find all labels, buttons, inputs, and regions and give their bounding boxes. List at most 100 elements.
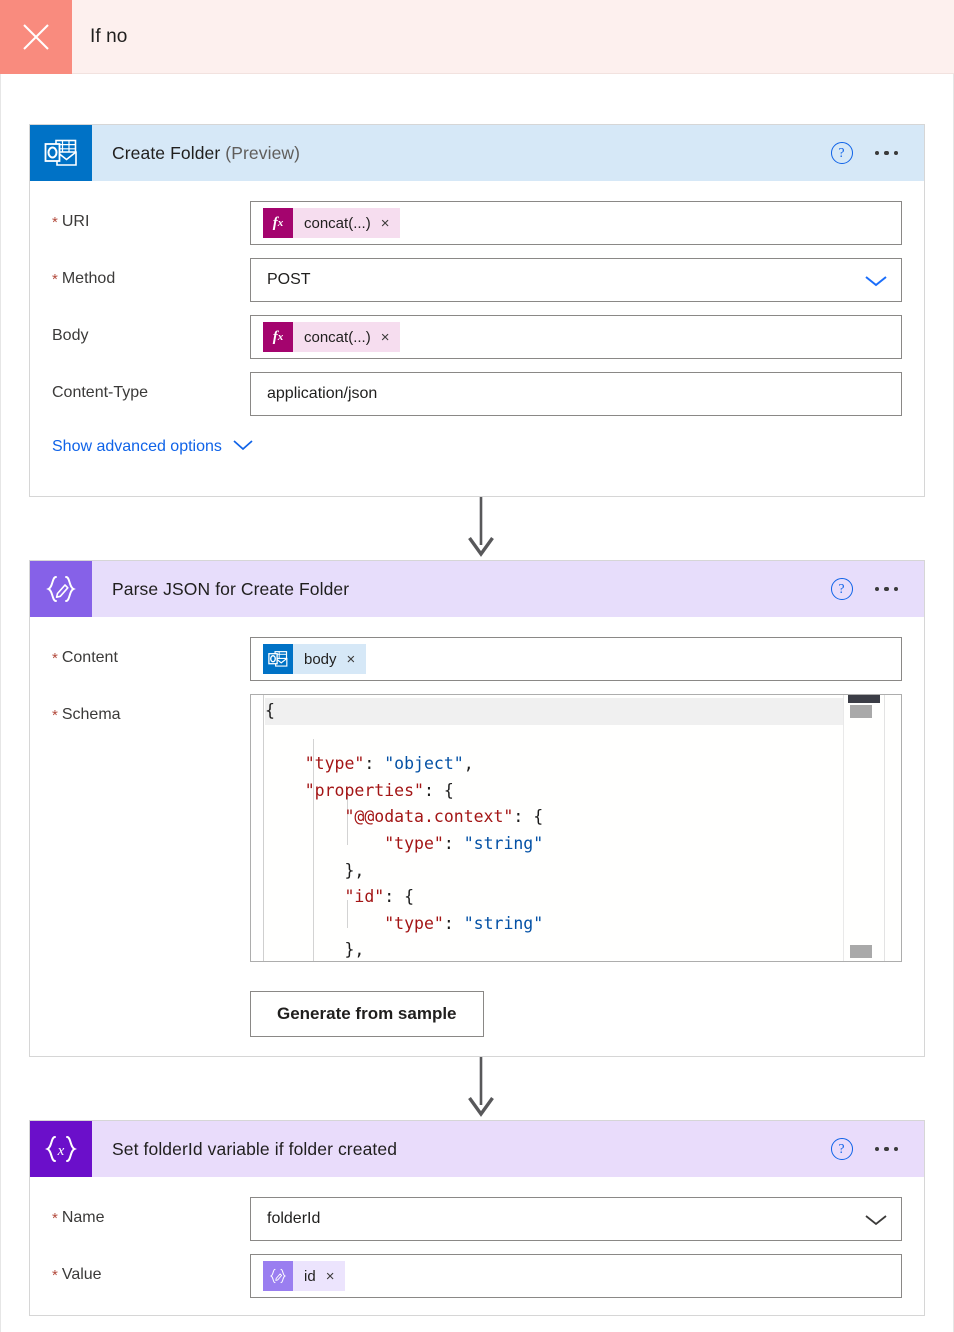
card-header-set-variable[interactable]: x Set folderId variable if folder create…: [30, 1121, 924, 1177]
card-title-parse-json: Parse JSON for Create Folder: [92, 561, 831, 617]
more-options-icon[interactable]: [874, 1146, 898, 1152]
field-label-name: * Name: [52, 1209, 105, 1227]
field-row-value: * Value id ×: [52, 1254, 902, 1298]
field-row-method: * Method POST: [52, 258, 902, 302]
chevron-down-icon[interactable]: [863, 1213, 887, 1226]
field-label-body: Body: [52, 327, 89, 344]
field-input-value[interactable]: id ×: [250, 1254, 902, 1298]
token-pill-value[interactable]: id ×: [263, 1261, 346, 1291]
close-x-icon: [0, 0, 72, 74]
required-asterisk: *: [52, 1210, 58, 1227]
card-body-parse-json: * Content: [30, 617, 924, 1061]
card-title-preview-tag: (Preview): [225, 142, 301, 163]
code-line: "type": "string": [384, 833, 544, 853]
code-line: {: [265, 698, 843, 725]
show-advanced-options-link[interactable]: Show advanced options: [52, 438, 254, 456]
field-label-value: * Value: [52, 1266, 102, 1284]
token-remove-icon[interactable]: ×: [346, 650, 356, 668]
help-icon[interactable]: ?: [830, 1138, 853, 1160]
action-card-set-variable[interactable]: x Set folderId variable if folder create…: [29, 1120, 925, 1316]
schema-code-editor[interactable]: { "type": "object", "properties": { "@@o…: [250, 694, 902, 962]
field-label-method: * Method: [52, 270, 116, 288]
code-line: },: [265, 860, 365, 880]
card-title-create-folder: Create Folder (Preview): [92, 125, 831, 181]
generate-from-sample-button[interactable]: Generate from sample: [250, 991, 484, 1037]
field-input-content[interactable]: body ×: [250, 637, 902, 681]
field-label-uri: * URI: [52, 213, 90, 231]
more-options-icon[interactable]: [874, 586, 898, 592]
card-title-text: Set folderId variable if folder created: [112, 1138, 398, 1159]
minimap-marker: [850, 945, 872, 958]
field-label-content-type: Content-Type: [52, 384, 149, 401]
set-variable-icon: x: [30, 1121, 92, 1177]
outlook-icon: [30, 125, 92, 181]
arrow-parse-json-to-set-variable: [466, 1057, 496, 1119]
code-line: "properties": {: [304, 780, 454, 800]
scope-title: If no: [90, 25, 128, 47]
token-label-uri: concat(...): [304, 214, 371, 232]
code-line: },: [265, 940, 365, 960]
field-input-content-type[interactable]: application/json: [250, 372, 902, 416]
chevron-down-icon: [232, 438, 254, 456]
card-header-create-folder[interactable]: Create Folder (Preview) ?: [30, 125, 924, 181]
code-line: "@@odata.context": {: [344, 807, 544, 827]
required-asterisk: *: [52, 214, 58, 231]
field-label-content: * Content: [52, 649, 118, 667]
token-remove-icon[interactable]: ×: [325, 1267, 335, 1285]
editor-minimap[interactable]: [843, 695, 883, 961]
token-label-content: body: [304, 650, 337, 668]
more-options-icon[interactable]: [874, 150, 898, 156]
required-asterisk: *: [52, 707, 58, 724]
code-line: "type": "object",: [304, 754, 474, 774]
parse-json-icon: [30, 561, 92, 617]
svg-text:x: x: [57, 1143, 65, 1159]
help-icon[interactable]: ?: [830, 142, 853, 164]
card-title-text: Create Folder: [112, 142, 221, 163]
token-label-body: concat(...): [304, 328, 371, 346]
required-asterisk: *: [52, 650, 58, 667]
field-row-content-type: Content-Type application/json: [52, 372, 902, 416]
parse-json-icon: [263, 1261, 293, 1291]
field-row-content: * Content: [52, 637, 902, 681]
card-actions-create-folder: ?: [830, 125, 925, 181]
field-select-method[interactable]: POST: [250, 258, 902, 302]
token-label-value: id: [304, 1267, 316, 1285]
code-line: "id": {: [344, 887, 415, 907]
indent-guide: [313, 739, 314, 961]
help-icon[interactable]: ?: [830, 578, 853, 600]
outlook-icon: [263, 644, 293, 674]
field-value-name: folderId: [267, 1210, 321, 1227]
token-pill-content[interactable]: body ×: [263, 644, 367, 674]
arrow-create-folder-to-parse-json: [466, 497, 496, 559]
editor-gutter: [251, 695, 264, 961]
scope-header-if-no: If no: [0, 0, 954, 74]
token-remove-icon[interactable]: ×: [380, 328, 390, 346]
field-value-method: POST: [267, 271, 311, 288]
minimap-top-marker: [848, 695, 880, 703]
card-body-set-variable: * Name folderId * Value: [30, 1177, 924, 1322]
field-label-schema: * Schema: [52, 706, 121, 724]
indent-guide: [347, 793, 348, 845]
field-row-schema: * Schema { "type": "object", "properties…: [52, 694, 902, 962]
action-card-parse-json[interactable]: Parse JSON for Create Folder ? * Content: [29, 560, 925, 1057]
minimap-marker: [850, 705, 872, 718]
card-header-parse-json[interactable]: Parse JSON for Create Folder ?: [30, 561, 924, 617]
token-remove-icon[interactable]: ×: [380, 214, 390, 232]
schema-code-text: { "type": "object", "properties": { "@@o…: [265, 695, 843, 961]
field-select-name[interactable]: folderId: [250, 1197, 902, 1241]
code-line: "type": "string": [384, 913, 544, 933]
chevron-down-icon[interactable]: [863, 274, 887, 287]
required-asterisk: *: [52, 1267, 58, 1284]
indent-guide: [347, 900, 348, 928]
editor-scrollbar[interactable]: [884, 695, 901, 961]
